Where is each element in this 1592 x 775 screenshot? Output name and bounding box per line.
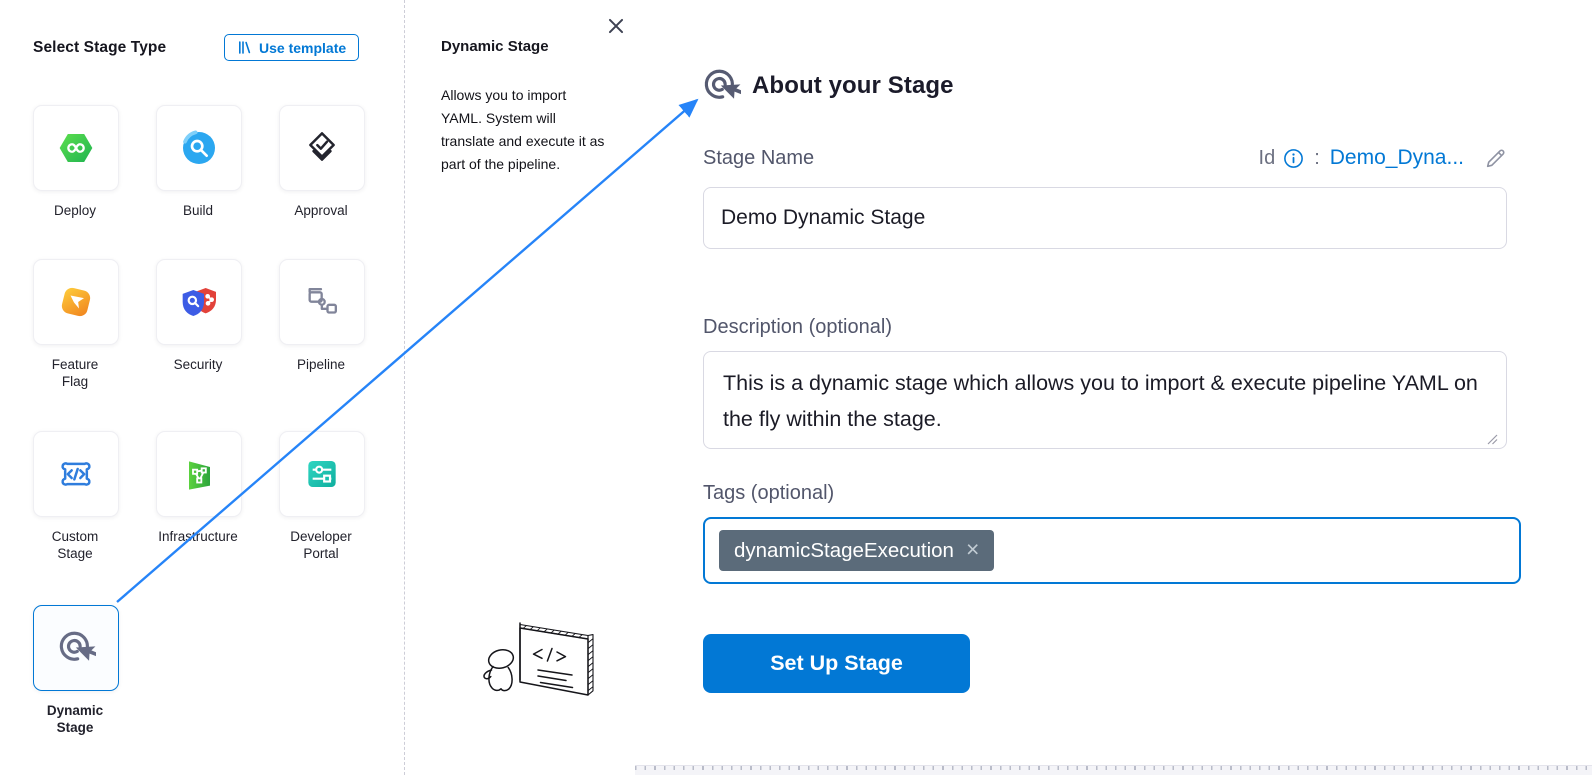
info-panel-description: Allows you to import YAML. System will t… bbox=[441, 87, 605, 172]
stage-id-value[interactable]: Demo_Dyna... bbox=[1329, 146, 1464, 169]
custom-stage-code-icon bbox=[61, 462, 91, 486]
use-template-button[interactable]: Use template bbox=[224, 34, 360, 61]
pipeline-nodes-icon bbox=[308, 288, 338, 314]
stage-name-input[interactable] bbox=[703, 187, 1507, 249]
stage-tile-pipeline[interactable]: Pipeline bbox=[279, 259, 365, 373]
stage-tile-custom-stage[interactable]: Custom Stage bbox=[33, 431, 119, 562]
stage-tile-feature-flag[interactable]: Feature Flag bbox=[33, 259, 119, 390]
approval-check-diamond-icon bbox=[309, 132, 335, 161]
stage-tile-infrastructure[interactable]: Infrastructure bbox=[156, 431, 242, 545]
set-up-stage-button[interactable]: Set Up Stage bbox=[703, 634, 970, 693]
feature-flag-icon bbox=[61, 287, 91, 317]
presenter-whiteboard-illustration bbox=[476, 618, 618, 735]
description-label: Description (optional) bbox=[703, 316, 892, 338]
stage-tile-build[interactable]: Build bbox=[156, 105, 242, 219]
about-stage-click-icon bbox=[704, 69, 741, 99]
pipeline-canvas-edge bbox=[635, 765, 1592, 775]
about-panel-title: About your Stage bbox=[752, 72, 954, 99]
security-shields-icon bbox=[182, 288, 216, 316]
build-magnifier-icon bbox=[183, 130, 215, 164]
stage-name-label: Stage Name bbox=[703, 147, 815, 169]
id-label: Id bbox=[1258, 146, 1276, 169]
panel-divider bbox=[404, 0, 405, 775]
description-textarea[interactable]: This is a dynamic stage which allows you… bbox=[703, 351, 1507, 449]
stage-tile-deploy[interactable]: Deploy bbox=[33, 105, 119, 219]
template-library-icon bbox=[237, 40, 252, 55]
info-icon[interactable] bbox=[1283, 148, 1304, 169]
infrastructure-icon bbox=[189, 461, 210, 490]
id-colon: : bbox=[1314, 146, 1320, 169]
dynamic-stage-click-icon bbox=[59, 631, 96, 661]
developer-portal-sliders-icon bbox=[308, 461, 336, 487]
page-title: Select Stage Type bbox=[33, 39, 167, 56]
tag-remove-icon[interactable]: × bbox=[965, 536, 980, 562]
stage-tile-developer-portal[interactable]: Developer Portal bbox=[279, 431, 365, 562]
info-panel-title: Dynamic Stage bbox=[441, 38, 549, 55]
tag-chip: dynamicStageExecution × bbox=[719, 530, 995, 571]
tags-input[interactable]: dynamicStageExecution × bbox=[703, 517, 1521, 584]
stage-tile-security[interactable]: Security bbox=[156, 259, 242, 373]
edit-pencil-icon[interactable] bbox=[1484, 147, 1507, 170]
stage-tile-dynamic-stage[interactable]: Dynamic Stage bbox=[33, 605, 119, 736]
stage-tile-approval[interactable]: Approval bbox=[279, 105, 365, 219]
tags-label: Tags (optional) bbox=[703, 482, 835, 504]
deploy-hexagon-infinity-icon bbox=[59, 134, 93, 162]
close-icon[interactable] bbox=[605, 15, 627, 37]
